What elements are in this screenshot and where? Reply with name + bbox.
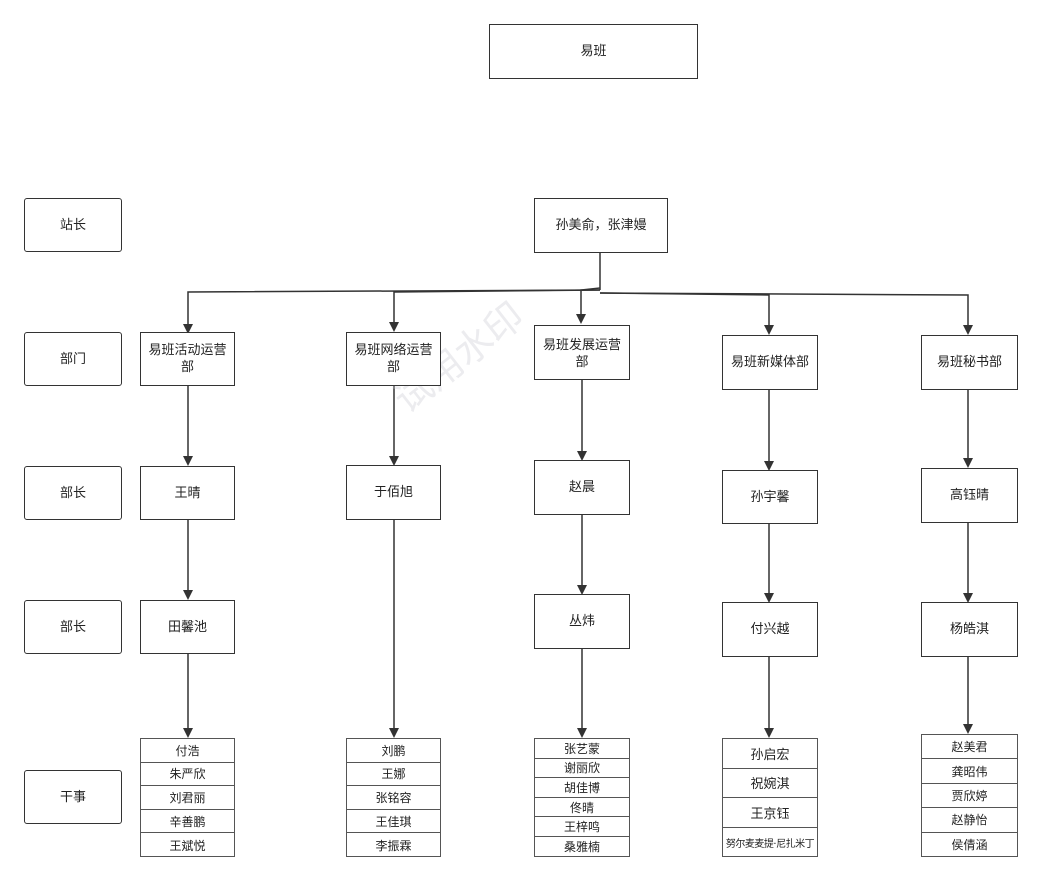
- row-label-staff: 干事: [24, 770, 122, 824]
- dept-head-activity: 王晴: [140, 466, 235, 520]
- dept-node-network: 易班网络运营部: [346, 332, 441, 386]
- staff-member: 侯倩涵: [951, 838, 988, 853]
- row-label-dept-head-2: 部长: [24, 600, 122, 654]
- staff-member: 努尔麦麦提·尼扎米丁: [725, 838, 815, 850]
- connector-to-dept-5: [599, 292, 973, 335]
- root-node: 易班: [489, 24, 698, 79]
- staff-member: 王娜: [347, 763, 440, 787]
- staff-member: 张艺蒙: [535, 739, 629, 759]
- dept-deputy-activity: 田馨池: [140, 600, 235, 654]
- dept-head-new-media: 孙宇馨: [722, 470, 818, 524]
- staff-list-activity: 付浩 朱严欣 刘君丽 辛善鹏 王斌悦: [140, 738, 235, 857]
- staff-member: 付浩: [141, 739, 234, 763]
- dept-node-development: 易班发展运营部: [534, 325, 630, 380]
- staff-member: 刘君丽: [141, 786, 234, 810]
- staff-member: 贾欣婷: [922, 784, 1017, 809]
- row-label-station-head: 站长: [24, 198, 122, 252]
- staff-member: 李振霖: [375, 838, 412, 853]
- staff-member: 赵美君: [922, 735, 1017, 760]
- staff-member: 王佳琪: [347, 810, 440, 834]
- dept-deputy-development: 丛炜: [534, 594, 630, 649]
- dept-node-secretary: 易班秘书部: [921, 335, 1018, 390]
- staff-member: 孙启宏: [723, 739, 817, 769]
- staff-list-network: 刘鹏 王娜 张铭容 王佳琪 李振霖: [346, 738, 441, 857]
- dept-node-new-media: 易班新媒体部: [722, 335, 818, 390]
- connector-to-dept-3: [576, 287, 601, 324]
- staff-list-new-media: 孙启宏 祝婉淇 王京钰 努尔麦麦提·尼扎米丁: [722, 738, 818, 857]
- staff-member: 辛善鹏: [141, 810, 234, 834]
- staff-member: 龚昭伟: [922, 759, 1017, 784]
- station-heads-node: 孙美俞，张津嫚: [534, 198, 668, 253]
- staff-list-secretary: 赵美君 龚昭伟 贾欣婷 赵静怡 侯倩涵: [921, 734, 1018, 857]
- staff-member: 朱严欣: [141, 763, 234, 787]
- staff-member: 王梓鸣: [535, 817, 629, 837]
- staff-member: 桑雅楠: [563, 840, 600, 855]
- staff-member: 赵静怡: [922, 808, 1017, 833]
- row-label-dept-head: 部长: [24, 466, 122, 520]
- dept-head-secretary: 高钰晴: [921, 468, 1018, 523]
- staff-member: 佟晴: [535, 798, 629, 818]
- dept-node-activity: 易班活动运营部: [140, 332, 235, 386]
- staff-member: 王斌悦: [169, 838, 206, 853]
- staff-member: 谢丽欣: [535, 759, 629, 779]
- row-label-departments: 部门: [24, 332, 122, 386]
- staff-list-development: 张艺蒙 谢丽欣 胡佳博 佟晴 王梓鸣 桑雅楠: [534, 738, 630, 857]
- dept-head-network: 于佰旭: [346, 465, 441, 520]
- staff-member: 祝婉淇: [723, 769, 817, 798]
- staff-member: 胡佳博: [535, 778, 629, 798]
- staff-member: 张铭容: [347, 786, 440, 810]
- dept-deputy-new-media: 付兴越: [722, 602, 818, 657]
- staff-member: 王京钰: [723, 798, 817, 828]
- connector-to-dept-2: [389, 289, 601, 332]
- dept-deputy-secretary: 杨皓淇: [921, 602, 1018, 657]
- staff-member: 刘鹏: [347, 739, 440, 763]
- dept-head-development: 赵晨: [534, 460, 630, 515]
